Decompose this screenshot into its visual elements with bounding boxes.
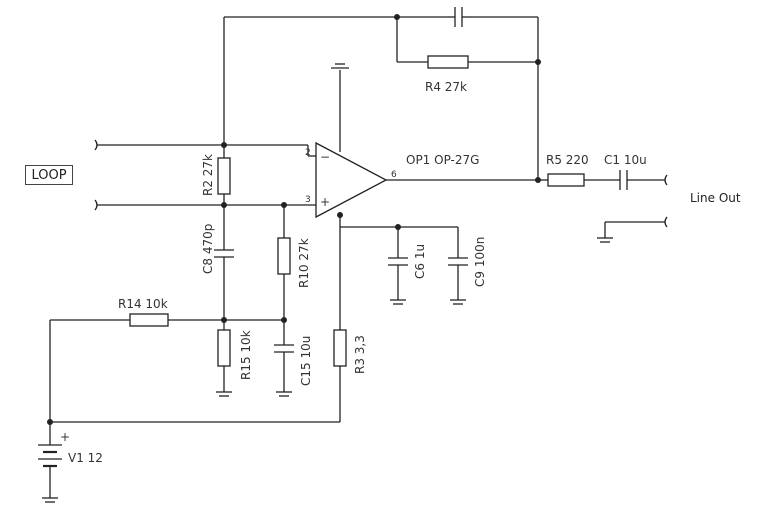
c6-label: C6 1u <box>413 244 427 279</box>
opamp-pin-plus: 3 <box>305 195 311 205</box>
junction-dot <box>337 212 343 218</box>
junction-dot <box>281 317 287 323</box>
opamp-pin-out: 6 <box>391 170 397 180</box>
junction-dot <box>281 202 287 208</box>
r15-resistor <box>217 329 231 367</box>
c9-label: C9 100n <box>473 237 487 287</box>
opamp-label: OP1 OP-27G <box>406 153 479 167</box>
r15-label: R15 10k <box>239 330 253 380</box>
output-jack-lower <box>664 216 668 228</box>
r5-label: R5 220 <box>546 153 589 167</box>
opamp-symbol <box>315 141 388 219</box>
junction-dot <box>221 202 227 208</box>
junctions <box>47 14 541 425</box>
r10-resistor <box>277 237 291 275</box>
c15-label: C15 10u <box>299 336 313 386</box>
c8-label: C8 470p <box>201 224 215 274</box>
opamp-minus-sign: − <box>320 150 330 164</box>
r3-resistor <box>333 329 347 367</box>
r14-resistor <box>129 313 169 327</box>
r3-label: R3 3,3 <box>353 335 367 374</box>
opamp-pin-minus: 2 <box>305 148 311 158</box>
opamp-plus-sign: + <box>320 195 330 209</box>
r4-label: R4 27k <box>425 80 467 94</box>
junction-dot <box>535 177 541 183</box>
junction-dot <box>394 14 400 20</box>
r2-resistor <box>217 157 231 195</box>
v1-label: V1 12 <box>68 451 103 465</box>
r2-label: R2 27k <box>201 154 215 196</box>
junction-dot <box>535 59 541 65</box>
junction-dot <box>47 419 53 425</box>
r5-resistor <box>547 173 585 187</box>
loop-label: LOOP <box>25 165 73 185</box>
junction-dot <box>221 317 227 323</box>
r10-label: R10 27k <box>297 238 311 288</box>
input-jack-upper <box>94 139 98 151</box>
r14-label: R14 10k <box>118 297 168 311</box>
output-jack-upper <box>664 174 668 186</box>
r4-resistor <box>427 55 469 69</box>
input-jack-lower <box>94 199 98 211</box>
junction-dot <box>221 142 227 148</box>
c1-label: C1 10u <box>604 153 647 167</box>
line-out-label: Line Out <box>690 191 741 205</box>
v1-plus-sign: + <box>60 430 70 444</box>
junction-dot <box>395 224 401 230</box>
